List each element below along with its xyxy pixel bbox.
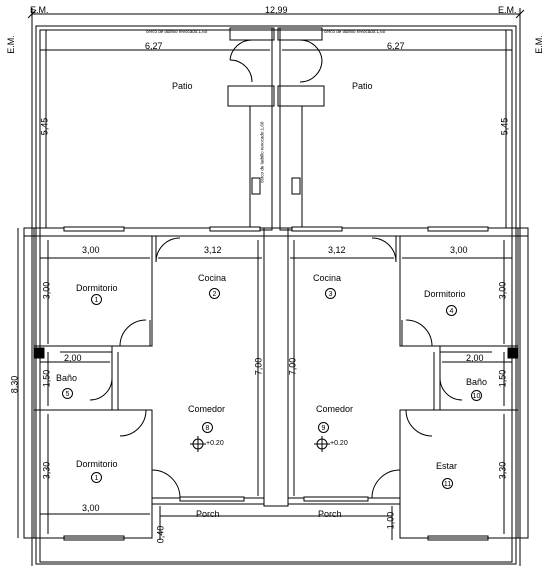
patio-right-depth: 5,45 — [499, 117, 510, 136]
wall-note-left: cerco de ladrillo revocado:1,60 — [146, 29, 208, 34]
rcoc-num: 3 — [325, 288, 336, 299]
lporch-label: Porch — [196, 509, 220, 519]
patio-right-label: Patio — [352, 81, 373, 91]
patio-right-width: 6,27 — [387, 41, 405, 51]
patio-left-depth: 5,45 — [39, 117, 50, 136]
ldb-label: Dormitorio — [76, 459, 118, 469]
ldt-label: Dormitorio — [76, 283, 118, 293]
ldt-num: 1 — [91, 294, 102, 305]
rdt-num: 4 — [446, 305, 457, 316]
left-total-depth: 8,30 — [9, 375, 20, 394]
em-label-vert: E.M. — [5, 35, 16, 54]
patio-left-width: 6,27 — [145, 41, 163, 51]
estar-num: 11 — [442, 478, 453, 489]
rcoc-label: Cocina — [313, 273, 342, 283]
lbano-label: Baño — [56, 373, 78, 383]
ldt-width: 3,00 — [82, 245, 100, 255]
lbano-num: 5 — [62, 388, 73, 399]
rporch-label: Porch — [318, 509, 342, 519]
lcoc-width: 3,12 — [204, 245, 222, 255]
wall-note-right: cerco de ladrillo revocado:1,60 — [324, 29, 386, 34]
lcoc-num: 2 — [209, 288, 220, 299]
lbano-depth: 1,50 — [41, 369, 52, 388]
rcom-level: +0.20 — [330, 440, 348, 447]
rbano-depth: 1,50 — [497, 369, 508, 388]
em-label-left: E.M. — [30, 5, 49, 15]
ldt-depth: 3,00 — [41, 281, 52, 300]
lcom-label: Comedor — [188, 404, 226, 414]
em-label-vert-right: E.M. — [533, 35, 544, 54]
em-label-right: E.M. — [498, 5, 517, 15]
ldb-depth: 3,30 — [41, 461, 52, 480]
rbano-num: 10 — [471, 390, 482, 401]
ldb-num: 1 — [91, 472, 102, 483]
rbano-label: Baño — [466, 377, 488, 387]
rbano-width: 2,00 — [466, 353, 484, 363]
rdt-label: Dormitorio — [424, 289, 466, 299]
rdt-depth: 3,00 — [497, 281, 508, 300]
lbano-width: 2,00 — [64, 353, 82, 363]
rporch-depth: 1,00 — [385, 511, 396, 530]
patio-left-label: Patio — [172, 81, 193, 91]
estar-label: Estar — [436, 461, 458, 471]
rdt-width: 3,00 — [450, 245, 468, 255]
rcoc-width: 3,12 — [328, 245, 346, 255]
rcom-depth: 7,00 — [287, 357, 298, 376]
rcom-num: 9 — [318, 422, 329, 433]
outer-wall-inner — [39, 29, 513, 563]
total-width: 12,99 — [265, 5, 288, 15]
rcom-label: Comedor — [316, 404, 354, 414]
outer-wall-outer — [35, 25, 517, 565]
wall-note-mid: cerco de ladrillo revocado:1,60 — [259, 121, 265, 183]
lcoc-label: Cocina — [198, 273, 227, 283]
estar-depth: 3,30 — [497, 461, 508, 480]
lcom-level: +0.20 — [206, 440, 224, 447]
lcom-depth: 7,00 — [253, 357, 264, 376]
lcom-num: 8 — [202, 422, 213, 433]
party-wall — [263, 227, 289, 507]
ldb-width: 3,00 — [82, 503, 100, 513]
lporch-depth: 0,40 — [155, 525, 166, 544]
